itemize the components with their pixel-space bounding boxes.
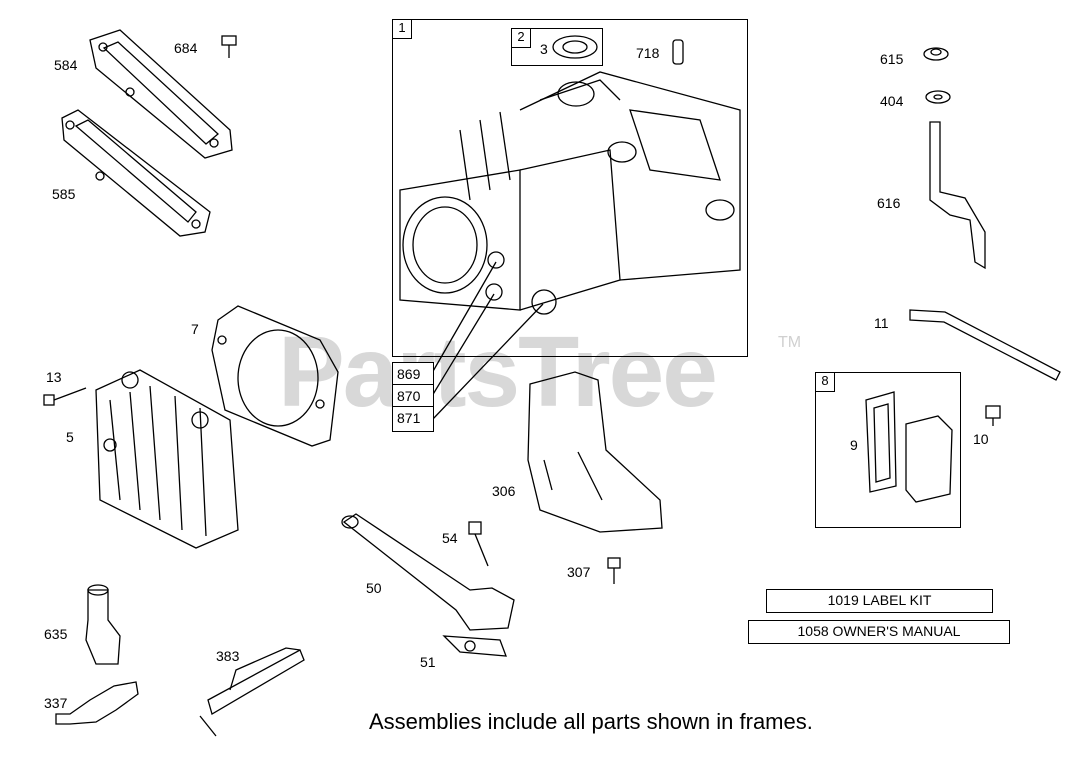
- part-54-drawing: [468, 521, 489, 567]
- part-584-drawing: [89, 29, 233, 159]
- part-306-drawing: [527, 371, 663, 533]
- watermark: PartsTree: [278, 316, 718, 428]
- part-5-drawing: [95, 369, 239, 549]
- part-50-drawing: [341, 513, 515, 631]
- callout-870: 870: [393, 385, 433, 407]
- callout-871: 871: [397, 410, 421, 426]
- label-9: 9: [850, 437, 858, 453]
- part-404-drawing: [925, 90, 951, 104]
- part-337-drawing: [55, 681, 139, 725]
- part-13-drawing: [43, 387, 87, 406]
- label-616: 616: [877, 195, 901, 211]
- part-9-drawing: [865, 391, 897, 493]
- part-615-drawing: [923, 47, 949, 61]
- part-9-cover-drawing: [905, 415, 953, 503]
- label-337: 337: [44, 695, 68, 711]
- label-10: 10: [973, 431, 989, 447]
- frame-1-id: 1: [392, 19, 412, 39]
- label-404: 404: [880, 93, 904, 109]
- frame-1-short-block: [392, 19, 748, 357]
- part-585-drawing: [61, 109, 211, 237]
- label-13: 13: [46, 369, 62, 385]
- label-306: 306: [492, 483, 516, 499]
- crankcase-drawing: [399, 71, 741, 315]
- label-383: 383: [216, 648, 240, 664]
- label-kit-box[interactable]: 1019 LABEL KIT: [766, 589, 993, 613]
- label-684: 684: [174, 40, 198, 56]
- label-307: 307: [567, 564, 591, 580]
- label-7: 7: [191, 321, 199, 337]
- part-3-drawing: [552, 35, 598, 59]
- label-50: 50: [366, 580, 382, 596]
- frame-8-breather: [815, 372, 961, 528]
- part-718-drawing: [672, 39, 684, 65]
- part-383-drawing: [199, 647, 305, 737]
- part-684-drawing: [221, 35, 237, 58]
- label-584: 584: [54, 57, 78, 73]
- assemblies-note: Assemblies include all parts shown in fr…: [369, 709, 813, 734]
- part-307-drawing: [607, 557, 621, 584]
- label-54: 54: [442, 530, 458, 546]
- frame-8-id: 8: [815, 372, 835, 392]
- label-635: 635: [44, 626, 68, 642]
- callout-leaders: [431, 261, 544, 421]
- owners-manual-box[interactable]: 1058 OWNER'S MANUAL: [748, 620, 1010, 644]
- part-51-drawing: [442, 635, 507, 657]
- watermark-trademark: TM: [778, 334, 802, 351]
- callout-stack: 869 870 871: [392, 362, 434, 432]
- callout-869: 869: [393, 363, 433, 385]
- label-615: 615: [880, 51, 904, 67]
- part-10-drawing: [985, 405, 1001, 426]
- frame-2-id: 2: [511, 28, 531, 48]
- label-718: 718: [636, 45, 660, 61]
- label-5: 5: [66, 429, 74, 445]
- label-11: 11: [874, 315, 889, 331]
- label-3: 3: [540, 41, 548, 57]
- part-635-drawing: [85, 584, 121, 665]
- label-585: 585: [52, 186, 76, 202]
- part-616-drawing: [929, 121, 986, 270]
- part-7-drawing: [211, 305, 339, 447]
- part-11-drawing: [909, 309, 1061, 381]
- label-51: 51: [420, 654, 436, 670]
